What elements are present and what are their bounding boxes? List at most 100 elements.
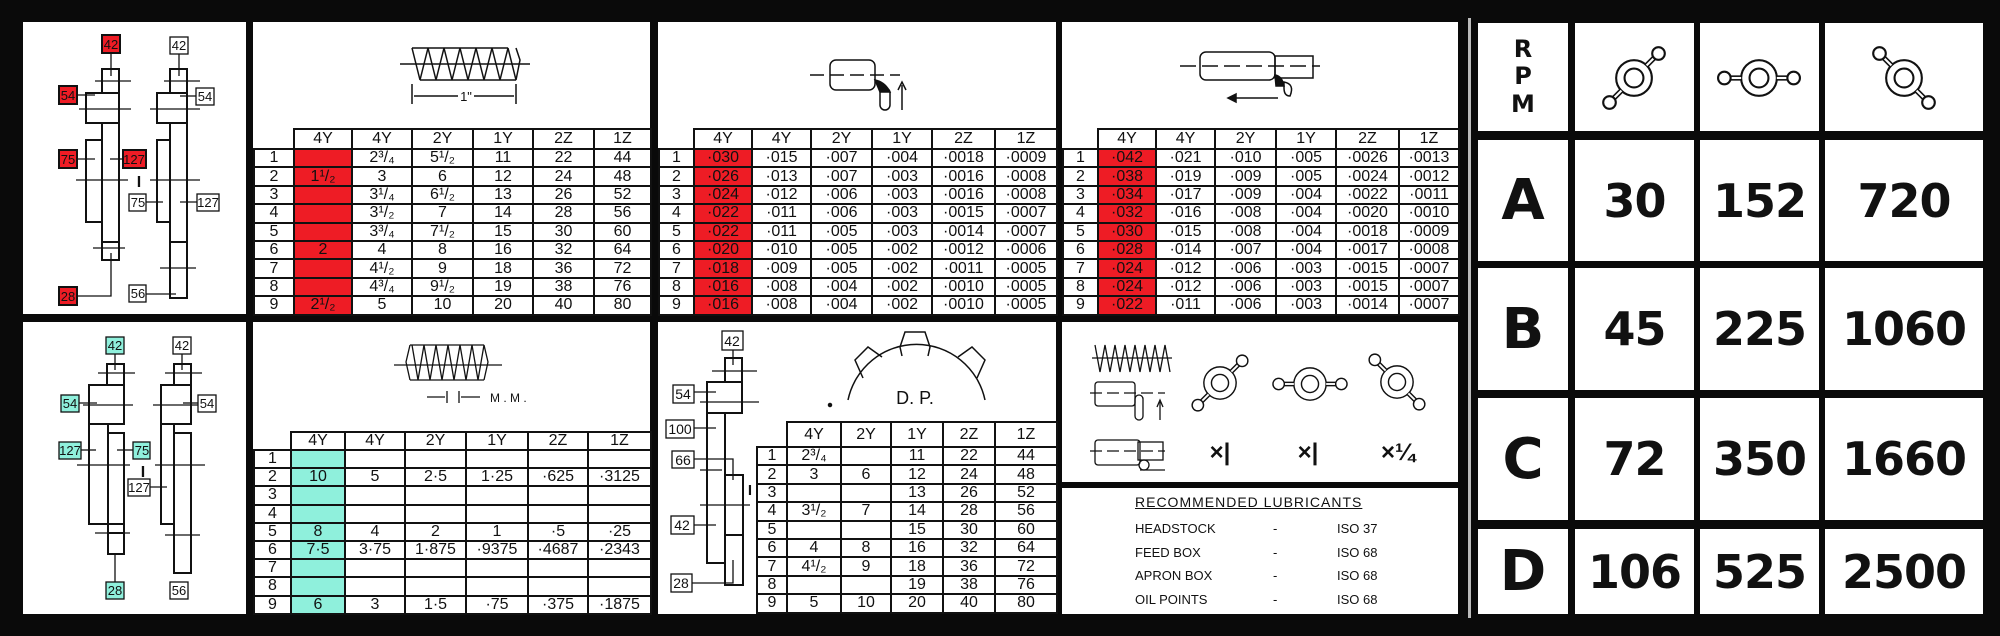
- table-cell: 26: [942, 482, 996, 504]
- table-cell: 11: [890, 445, 944, 467]
- row-number: 5: [1062, 221, 1099, 242]
- table-cell: 7·5: [290, 539, 346, 561]
- row-number: 3: [253, 485, 292, 506]
- row-number: 3: [756, 482, 788, 504]
- row-number: 7: [756, 556, 788, 577]
- table-cell: ·0016: [931, 166, 996, 187]
- table-cell: ·004: [871, 147, 933, 169]
- table-cell: 5: [786, 593, 842, 614]
- table-cell: ·003: [871, 184, 933, 206]
- table-cell: ·0014: [1335, 295, 1400, 316]
- table-row: 6·028·014·007·004·0017·0008: [1062, 239, 1460, 261]
- table-cell: [786, 519, 842, 540]
- table-cell: ·011: [751, 221, 812, 242]
- table-cell: 30: [942, 519, 996, 540]
- table-cell: [587, 448, 652, 470]
- row-number: 8: [756, 574, 788, 596]
- table-cell: 56: [994, 501, 1058, 522]
- wingnut-diagonal-up-icon: [1182, 345, 1257, 420]
- gear-label-66: 66: [675, 452, 691, 468]
- table-cell: ·014: [1155, 239, 1216, 261]
- table-cell: ·0014: [931, 221, 996, 242]
- gear-label-54: 54: [63, 396, 77, 411]
- table-cell: 36: [942, 556, 996, 577]
- table-cell: [527, 558, 589, 579]
- table-cell: ·0005: [994, 295, 1058, 316]
- table-cell: ·009: [1214, 166, 1277, 187]
- table-cell: ·032: [1097, 203, 1157, 224]
- row-number: 3: [253, 184, 295, 206]
- table-cell: 6: [290, 594, 346, 615]
- metric-pitch-label: M . M .: [490, 391, 527, 405]
- rpm-header-letter: R: [1513, 34, 1533, 63]
- column-header: 2Y: [840, 421, 892, 448]
- row-number: 7: [658, 258, 695, 279]
- table-cell: [465, 448, 529, 470]
- table-cell: 22: [942, 445, 996, 467]
- inch-gear-train-plain: 42 54 75 127 56: [128, 36, 220, 303]
- ratio-multiplier: ×|: [1210, 439, 1231, 466]
- gear-label-54: 54: [198, 89, 212, 104]
- gear-label-75: 75: [131, 195, 145, 210]
- table-cell: [344, 558, 406, 579]
- row-number: 1: [1062, 147, 1099, 169]
- table-cell: ·0012: [931, 239, 996, 261]
- table-cell: ·0024: [1335, 166, 1400, 187]
- row-number: 1: [253, 448, 292, 470]
- table-cell: 80: [994, 593, 1058, 614]
- table-row: 3·024·012·006·003·0016·0008: [658, 184, 1058, 206]
- row-number: 4: [756, 501, 788, 522]
- column-header: 1Z: [587, 431, 652, 451]
- table-cell: 4³/₄: [351, 276, 413, 298]
- table-cell: [587, 558, 652, 579]
- row-number: 2: [658, 166, 695, 187]
- table-cell: ·007: [810, 147, 873, 169]
- row-number: 7: [1062, 258, 1099, 279]
- row-number: 4: [253, 503, 292, 524]
- table-cell: ·0015: [1335, 258, 1400, 279]
- table-cell: ·0008: [994, 184, 1058, 206]
- table-cell: 1·875: [404, 539, 467, 561]
- rpm-speed-value: 72: [1575, 398, 1694, 520]
- row-number: 6: [658, 239, 695, 261]
- metric-gear-panel: [23, 322, 246, 614]
- table-cell: [840, 519, 892, 540]
- lubricant-dash: -: [1273, 544, 1278, 560]
- column-header: 4Y: [290, 431, 346, 451]
- table-cell: ·005: [810, 221, 873, 242]
- table-cell: 12: [472, 166, 534, 187]
- lubricant-grade: ISO 37: [1337, 521, 1378, 536]
- row-number: 2: [253, 166, 295, 187]
- table-cell: ·008: [751, 276, 812, 298]
- rpm-speed-value: 2500: [1825, 529, 1983, 614]
- gear-label-54: 54: [675, 386, 691, 402]
- table-cell: ·017: [1155, 184, 1216, 206]
- lubricant-grade: ISO 68: [1337, 591, 1378, 607]
- table-cell: 16: [472, 239, 534, 261]
- table-cell: 80: [593, 295, 652, 316]
- gear-label-28: 28: [61, 289, 75, 304]
- table-row: 3: [253, 485, 652, 506]
- row-number: 7: [253, 558, 292, 579]
- column-header: 2Z: [527, 431, 589, 451]
- table-cell: ·003: [1275, 258, 1337, 279]
- table-cell: [290, 558, 346, 579]
- table-cell: 7: [411, 203, 474, 224]
- column-header: 4Y: [344, 431, 406, 451]
- table-cell: ·015: [1155, 221, 1216, 242]
- table-cell: ·0011: [931, 258, 996, 279]
- lubricant-dash: -: [1273, 568, 1278, 583]
- table-cell: ·0008: [994, 166, 1058, 187]
- table-cell: [527, 503, 589, 524]
- table-cell: 13: [890, 482, 944, 504]
- rpm-speed-value: 225: [1700, 268, 1819, 390]
- table-cell: 24: [942, 464, 996, 485]
